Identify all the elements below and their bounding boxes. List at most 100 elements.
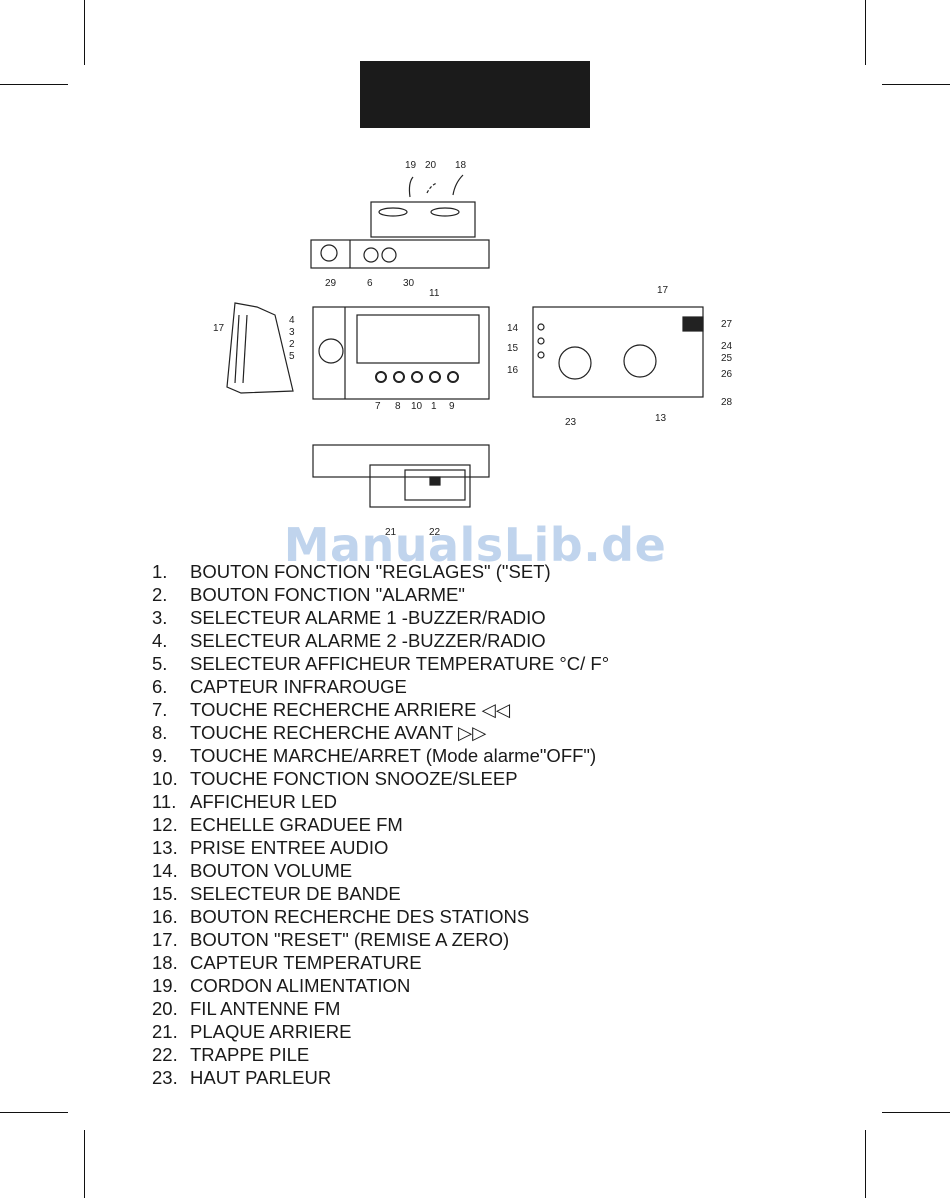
- part-item: 18. CAPTEUR TEMPERATURE: [152, 951, 609, 974]
- part-number: 7.: [152, 699, 168, 720]
- callout-10: 10: [411, 401, 423, 412]
- part-label: BOUTON VOLUME: [190, 860, 353, 881]
- part-number: 8.: [152, 722, 168, 743]
- callout-3: 3: [289, 327, 295, 338]
- part-number: 15.: [152, 883, 178, 904]
- back-plate: [369, 464, 471, 508]
- callout-7: 7: [375, 401, 381, 412]
- part-number: 19.: [152, 975, 178, 996]
- part-label: TOUCHE RECHERCHE AVANT ▷▷: [190, 722, 487, 743]
- bottom-view-body: [312, 444, 490, 478]
- callout-29: 29: [325, 278, 337, 289]
- part-label: CAPTEUR TEMPERATURE: [190, 952, 422, 973]
- callout-19: 19: [405, 160, 417, 171]
- part-number: 21.: [152, 1021, 178, 1042]
- part-number: 1.: [152, 561, 168, 582]
- temperature-sensor-line: [452, 174, 464, 196]
- part-number: 3.: [152, 607, 168, 628]
- part-item: 16.BOUTON RECHERCHE DES STATIONS: [152, 905, 609, 928]
- part-item: 13. PRISE ENTREE AUDIO: [152, 836, 609, 859]
- callout-6: 6: [367, 278, 373, 289]
- controls-view-body: [310, 239, 490, 269]
- part-item: 19. CORDON ALIMENTATION: [152, 974, 609, 997]
- part-number: 23.: [152, 1067, 178, 1088]
- part-label: SELECTEUR ALARME 2 -BUZZER/RADIO: [190, 630, 546, 651]
- part-label: FIL ANTENNE FM: [190, 998, 341, 1019]
- watermark: ManualsLib.de: [283, 518, 667, 572]
- part-number: 22.: [152, 1044, 178, 1065]
- part-label: ECHELLE GRADUEE FM: [190, 814, 403, 835]
- part-item: 14. BOUTON VOLUME: [152, 859, 609, 882]
- part-label: BOUTON FONCTION "REGLAGES" ("SET): [190, 561, 551, 582]
- crop-mark-top-right-h: [882, 84, 950, 85]
- crop-mark-top-left-v: [84, 0, 85, 65]
- part-label: TRAPPE PILE: [190, 1044, 310, 1065]
- speaker-grille-right: [623, 344, 657, 378]
- speaker-grille-left: [558, 346, 592, 380]
- crop-mark-bottom-left-h: [0, 1112, 68, 1113]
- ir-sensor-circle: [320, 244, 338, 262]
- callout-22: 22: [429, 527, 441, 538]
- back-view-body: [532, 306, 704, 398]
- part-number: 4.: [152, 630, 168, 651]
- part-number: 17.: [152, 929, 178, 950]
- part-label: AFFICHEUR LED: [190, 791, 337, 812]
- part-number: 5.: [152, 653, 168, 674]
- part-label: PLAQUE ARRIERE: [190, 1021, 352, 1042]
- crop-mark-bottom-right-h: [882, 1112, 950, 1113]
- crop-mark-bottom-left-v: [84, 1130, 85, 1198]
- callout-15: 15: [507, 343, 519, 354]
- crop-mark-top-left-h: [0, 84, 68, 85]
- part-label: SELECTEUR DE BANDE: [190, 883, 401, 904]
- led-display: [356, 314, 480, 364]
- part-label: HAUT PARLEUR: [190, 1067, 332, 1088]
- header-black-block: [360, 61, 590, 128]
- part-label: CORDON ALIMENTATION: [190, 975, 411, 996]
- callout-11: 11: [429, 288, 440, 299]
- callout-16: 16: [507, 365, 519, 376]
- part-label: BOUTON RECHERCHE DES STATIONS: [190, 906, 530, 927]
- part-item: 21. PLAQUE ARRIERE: [152, 1020, 609, 1043]
- side-view-body: [226, 302, 294, 394]
- part-item: 1. BOUTON FONCTION "REGLAGES" ("SET): [152, 560, 609, 583]
- part-item: 20. FIL ANTENNE FM: [152, 997, 609, 1020]
- part-number: 14.: [152, 860, 178, 881]
- callout-24: 24: [721, 341, 733, 352]
- callout-27: 27: [721, 319, 733, 330]
- crop-mark-bottom-right-v: [865, 1130, 866, 1198]
- battery-door: [404, 469, 466, 501]
- part-item: 12.ECHELLE GRADUEE FM: [152, 813, 609, 836]
- part-number: 11.: [152, 791, 177, 812]
- part-number: 20.: [152, 998, 178, 1019]
- part-label: PRISE ENTREE AUDIO: [190, 837, 389, 858]
- callout-18: 18: [455, 160, 467, 171]
- part-label: TOUCHE MARCHE/ARRET (Mode alarme"OFF"): [190, 745, 597, 766]
- product-diagram: 19 20 18 29 6 30 11 17 4 3 2 5 7 8 10 1 …: [205, 155, 750, 545]
- part-number: 18.: [152, 952, 178, 973]
- knob-right: [381, 247, 397, 263]
- callout-21: 21: [385, 527, 397, 538]
- part-label: CAPTEUR INFRAROUGE: [190, 676, 407, 697]
- part-item: 10. TOUCHE FONCTION SNOOZE/SLEEP: [152, 767, 609, 790]
- callout-8: 8: [395, 401, 401, 412]
- part-item: 17.BOUTON "RESET" (REMISE A ZERO): [152, 928, 609, 951]
- callout-5: 5: [289, 351, 295, 362]
- callout-1: 1: [431, 401, 437, 412]
- callout-20: 20: [425, 160, 437, 171]
- part-label: BOUTON FONCTION "ALARME": [190, 584, 465, 605]
- part-number: 6.: [152, 676, 168, 697]
- callout-25a: 25: [721, 353, 733, 364]
- part-label: SELECTEUR AFFICHEUR TEMPERATURE °C/ F°: [190, 653, 610, 674]
- part-item: 11. AFFICHEUR LED: [152, 790, 609, 813]
- part-item: 22. TRAPPE PILE: [152, 1043, 609, 1066]
- part-label: SELECTEUR ALARME 1 -BUZZER/RADIO: [190, 607, 546, 628]
- part-item: 3. SELECTEUR ALARME 1 -BUZZER/RADIO: [152, 606, 609, 629]
- front-speaker-circle: [318, 338, 344, 364]
- part-number: 10.: [152, 768, 178, 789]
- part-number: 9.: [152, 745, 168, 766]
- part-label: TOUCHE RECHERCHE ARRIERE ◁◁: [190, 699, 511, 720]
- part-number: 13.: [152, 837, 178, 858]
- knob-left: [363, 247, 379, 263]
- part-label: TOUCHE FONCTION SNOOZE/SLEEP: [190, 768, 518, 789]
- callout-30: 30: [403, 278, 415, 289]
